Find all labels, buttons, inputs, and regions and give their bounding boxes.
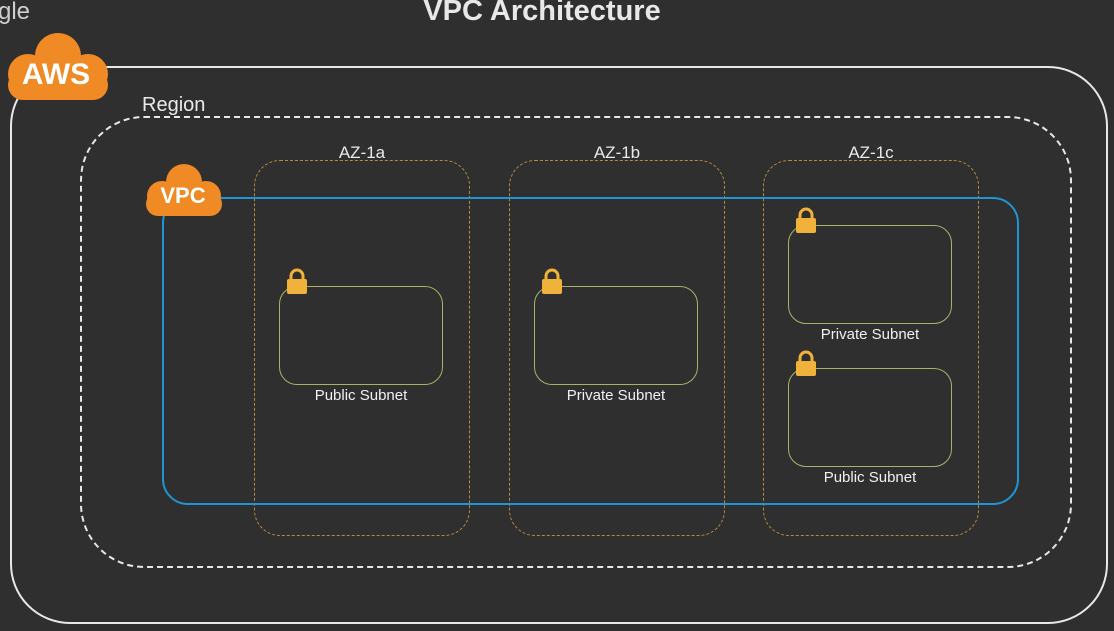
az-1b-label: AZ-1b (593, 143, 641, 162)
az-1a-boundary (254, 160, 470, 536)
lock-icon (541, 268, 563, 295)
vpc-badge-label: VPC (160, 183, 206, 208)
aws-cloud-badge: AWS (0, 30, 112, 102)
page-title: VPC Architecture (423, 0, 661, 27)
private-subnet-az1b (534, 286, 698, 385)
public-subnet-az1a (279, 286, 443, 385)
subnet-label: Private Subnet (820, 326, 920, 343)
region-boundary (80, 116, 1072, 568)
az-1c-label: AZ-1c (848, 143, 894, 162)
cloud-icon (146, 164, 222, 216)
region-label: Region (142, 94, 206, 116)
public-subnet-az1c (788, 368, 952, 467)
cloud-icon (8, 33, 108, 100)
private-subnet-az1c (788, 225, 952, 324)
subnet-label: Public Subnet (314, 387, 408, 404)
az-1b-boundary (509, 160, 725, 536)
subnet-label: Private Subnet (566, 387, 666, 404)
vpc-boundary (162, 197, 1019, 505)
lock-icon (286, 268, 308, 295)
aws-badge-label: AWS (21, 58, 91, 91)
aws-cloud-boundary (10, 66, 1108, 624)
vpc-cloud-badge: VPC (140, 162, 226, 218)
az-1a-label: AZ-1a (338, 143, 386, 162)
corner-logo-text: gle (0, 0, 31, 25)
lock-icon (795, 207, 817, 234)
subnet-label: Public Subnet (823, 469, 917, 486)
lock-icon (795, 350, 817, 377)
az-1c-boundary (763, 160, 979, 536)
